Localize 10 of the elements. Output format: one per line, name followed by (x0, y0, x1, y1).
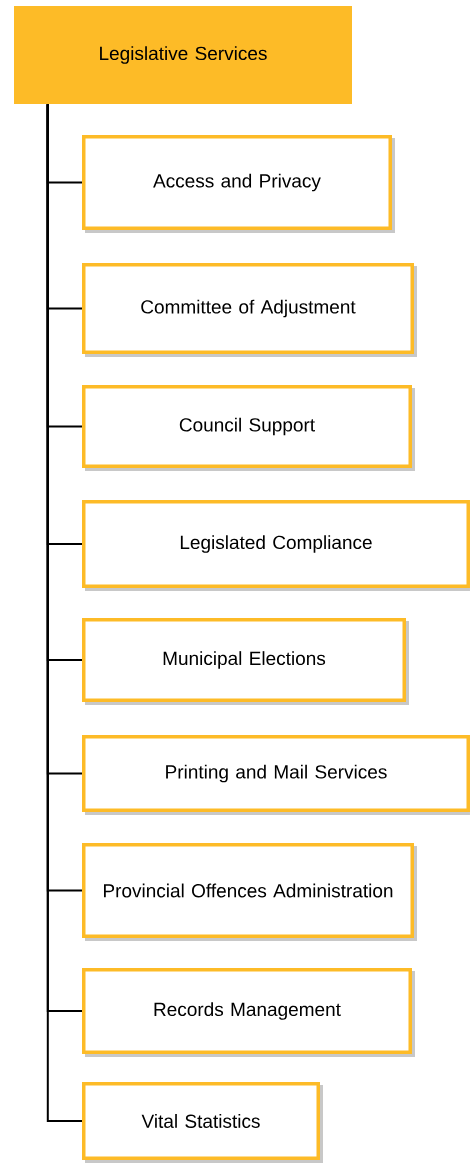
department-box: Municipal Elections (82, 618, 409, 705)
department-box: Council Support (82, 385, 415, 471)
department-box: Vital Statistics (82, 1082, 323, 1163)
department-box: Records Management (82, 968, 415, 1057)
department-box: Access and Privacy (82, 135, 395, 233)
department-box: Legislated Compliance (82, 500, 470, 591)
department-box: Printing and Mail Services (82, 735, 470, 815)
department-box: Committee of Adjustment (82, 263, 417, 357)
header-box: Legislative Services (14, 6, 352, 104)
department-box: Provincial Offences Administration (82, 843, 417, 941)
